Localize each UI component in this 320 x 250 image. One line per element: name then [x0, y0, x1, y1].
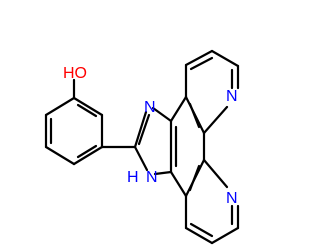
structure-diagram: HO N N H N N	[44, 49, 240, 245]
phenanthroline-core	[169, 49, 240, 245]
phenol-ring	[44, 78, 104, 166]
imidazole-h-label: H	[127, 169, 139, 186]
imidazole-nh-label: N	[146, 169, 158, 186]
hydroxyl-label: HO	[63, 65, 87, 82]
pyridine-n-lower-label: N	[226, 190, 238, 207]
pyridine-n-upper-label: N	[226, 88, 238, 105]
imidazole-n-top-label: N	[144, 99, 156, 116]
imidazole-ring	[133, 106, 173, 176]
